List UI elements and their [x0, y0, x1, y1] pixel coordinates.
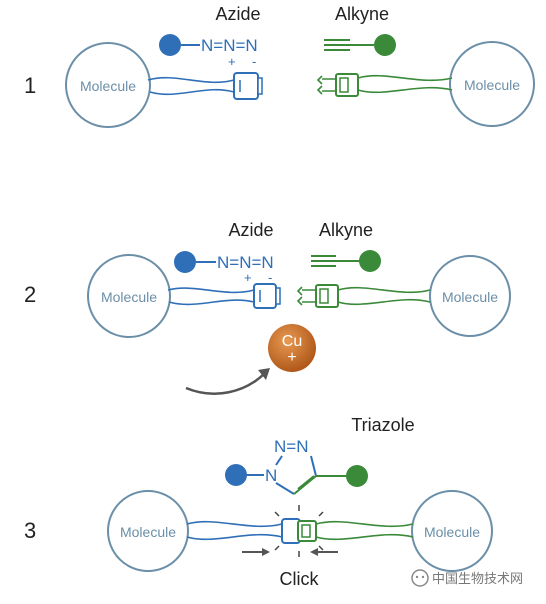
- buckle-female-icon: [253, 283, 281, 309]
- molecule-label-right: Molecule: [442, 289, 498, 305]
- azide-plus-charge: +: [228, 54, 236, 69]
- molecule-label-right: Molecule: [424, 524, 480, 540]
- wechat-icon: [411, 569, 429, 587]
- molecule-label-left: Molecule: [101, 289, 157, 305]
- azide-formula: N=N=N: [201, 36, 258, 55]
- linker-strand-left-a: [186, 520, 283, 528]
- linker-strand-left-b: [149, 88, 235, 96]
- ring-bond-c4-n3: [310, 455, 317, 477]
- azide-label: Azide: [228, 220, 273, 240]
- azide-formula: N=N=N: [217, 253, 274, 272]
- triazole-label: Triazole: [351, 415, 414, 435]
- azide-label: Azide: [215, 4, 260, 24]
- alkyne-node: [374, 34, 396, 56]
- step-number-3: 3: [24, 518, 36, 543]
- click-label: Click: [280, 569, 320, 589]
- ring-bond-c5-c4: [293, 475, 317, 495]
- linker-strand-left-a: [167, 287, 255, 294]
- ring-bond-n1-c5: [275, 482, 295, 495]
- ring-bond-n1-n2: [275, 455, 283, 466]
- molecule-circle-left: [107, 490, 189, 572]
- molecule-label-left: Molecule: [120, 524, 176, 540]
- linker-strand-right-b: [315, 533, 414, 541]
- linker-strand-left-b: [186, 533, 283, 541]
- molecule-circle-right: [411, 490, 493, 572]
- alkyne-label: Alkyne: [335, 4, 389, 24]
- triazole-ring-n-top: N=N: [274, 437, 308, 456]
- watermark: 中国生物技术网: [411, 569, 523, 587]
- azide-node: [159, 34, 181, 56]
- azide-node: [174, 251, 196, 273]
- molecule-circle-right: [429, 255, 511, 337]
- step-number-2: 2: [24, 282, 36, 307]
- azide-plus-charge: +: [244, 270, 252, 285]
- buckle-clicked-icon: [281, 518, 317, 544]
- catalyst-symbol: Cu: [282, 333, 302, 350]
- step-1: 1 Molecule N=N=N + - Azide Molecule: [24, 4, 535, 128]
- alkyne-node: [359, 250, 381, 272]
- molecule-circle-left: [87, 254, 171, 338]
- push-arrowhead-right-icon: [262, 548, 270, 556]
- copper-catalyst: [268, 324, 316, 372]
- buckle-male-icon: [296, 284, 339, 308]
- molecule-circle-right: [449, 41, 535, 127]
- alkyne-label: Alkyne: [319, 220, 373, 240]
- linker-strand-right-b: [337, 298, 431, 306]
- ring-bond-c5-c4-double: [297, 475, 315, 490]
- step-2: 2 Molecule N=N=N + - Azide Molecule Alky…: [24, 220, 511, 395]
- triazole-ring-n-left: N: [265, 466, 277, 485]
- molecule-circle-left: [65, 42, 151, 128]
- click-burst-icon: [274, 505, 324, 557]
- molecule-label-right: Molecule: [464, 77, 520, 93]
- linker-strand-right-a: [337, 286, 431, 294]
- catalyst-arrow: [185, 373, 265, 395]
- linker-strand-right-a: [315, 520, 414, 528]
- alkyne-node: [346, 465, 368, 487]
- step-number-1: 1: [24, 73, 36, 98]
- azide-node: [225, 464, 247, 486]
- azide-minus-charge: -: [268, 270, 272, 285]
- buckle-male-icon: [316, 73, 359, 97]
- linker-strand-right-a: [357, 74, 453, 82]
- watermark-text: 中国生物技术网: [432, 571, 523, 586]
- linker-strand-left-a: [147, 76, 235, 84]
- buckle-female-icon: [233, 72, 263, 100]
- azide-minus-charge: -: [252, 54, 256, 69]
- linker-strand-right-b: [357, 86, 453, 94]
- step-3: 3 Molecule Molecule Click T: [24, 415, 493, 589]
- linker-strand-left-b: [168, 299, 255, 306]
- catalyst-arrowhead-icon: [258, 368, 270, 380]
- catalyst-charge: +: [287, 349, 296, 366]
- molecule-label-left: Molecule: [80, 78, 136, 94]
- push-arrowhead-left-icon: [310, 548, 318, 556]
